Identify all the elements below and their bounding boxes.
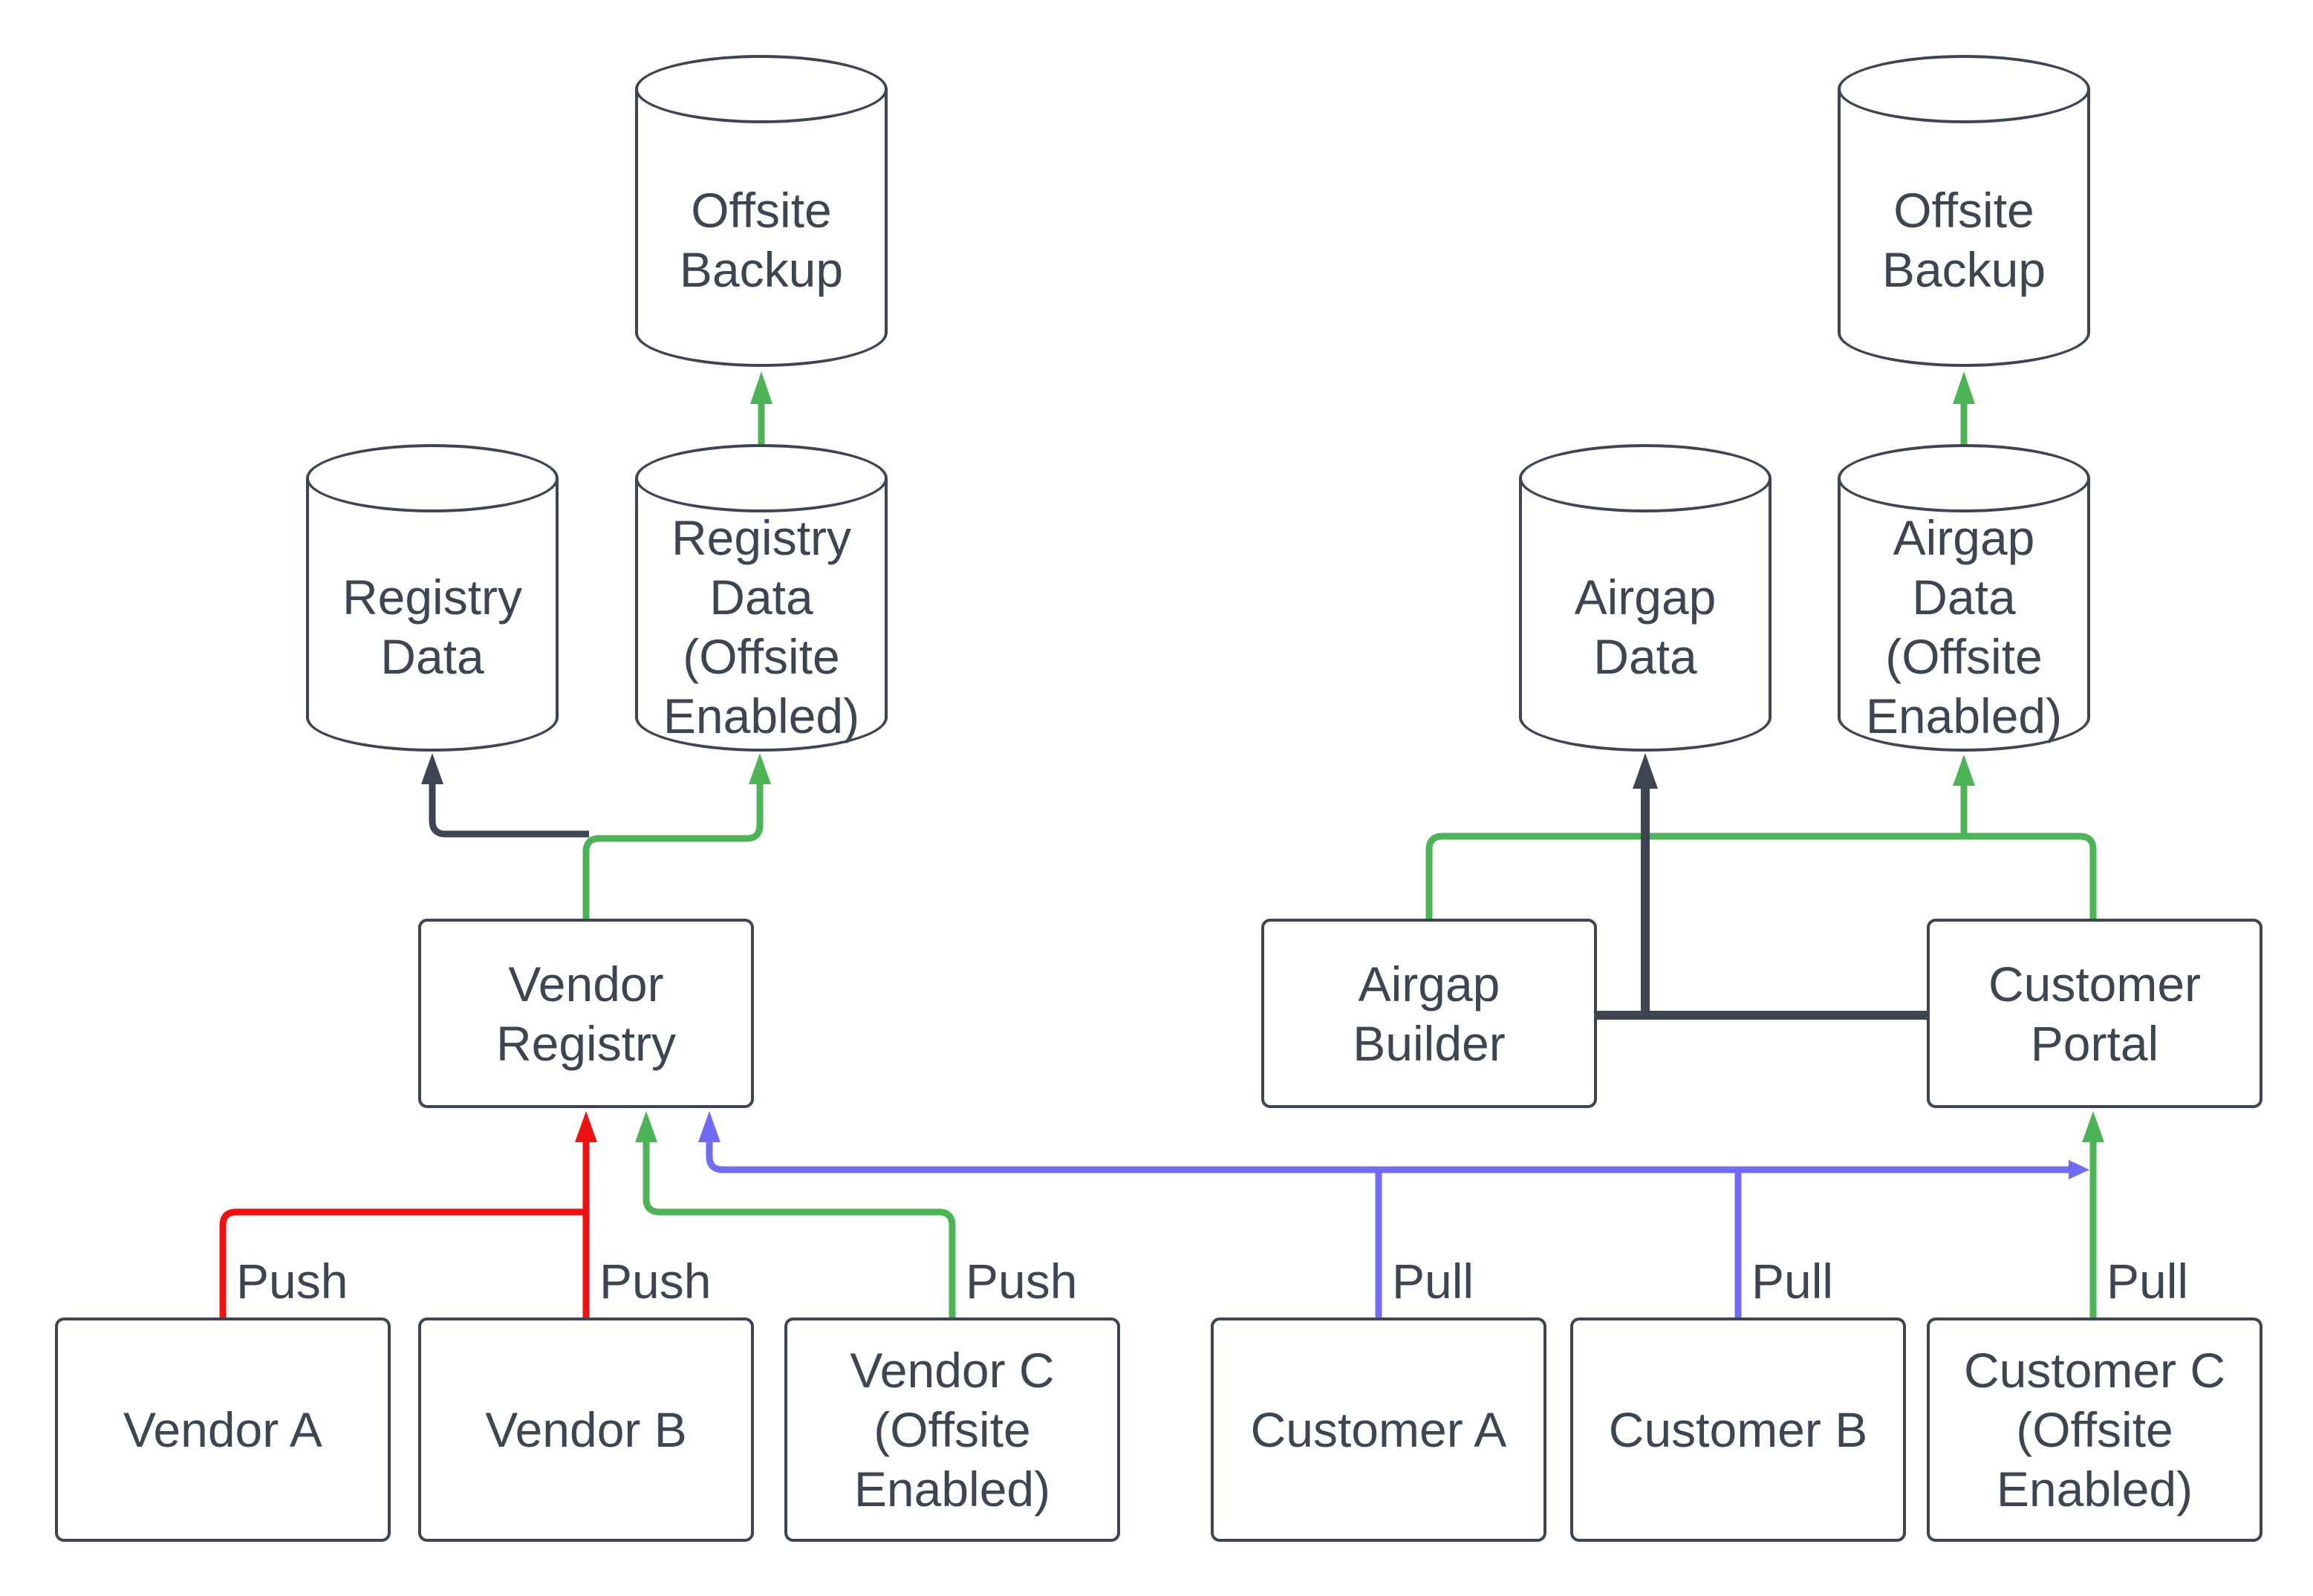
node-vendor-a: Vendor A [55, 1317, 391, 1542]
edge-green-into-registry-offsite [582, 784, 764, 919]
edge-push-vendor-a [219, 1208, 586, 1317]
node-label-registry-data-offsite: Registry Data (Offsite Enabled) [663, 510, 860, 743]
node-label-customer-b: Customer B [1608, 1402, 1868, 1457]
arrowhead-green-into-registry-offsite [749, 753, 771, 784]
cylinder-airgap-data: Airgap Data [1519, 444, 1772, 752]
arrowhead-red-into-vendor-registry [575, 1111, 597, 1142]
edge-label-push-vendor-a: Push [236, 1254, 348, 1309]
cylinder-top-ellipse [306, 444, 559, 512]
arrowhead-green-into-customer-portal [2082, 1111, 2104, 1142]
node-customer-c: Customer C (Offsite Enabled) [1927, 1317, 2262, 1542]
edge-dark-into-registry-data [429, 784, 589, 838]
arrowhead-blue-into-vendor-registry [698, 1111, 720, 1142]
edge-label-push-vendor-b: Push [599, 1254, 712, 1309]
arrowhead-dark-into-registry-data [421, 753, 443, 784]
edge-green-builder-portal [1425, 833, 2097, 919]
node-customer-b: Customer B [1570, 1317, 1906, 1542]
node-label-registry-data: Registry Data [342, 570, 523, 684]
edge-label-push-vendor-c: Push [966, 1254, 1078, 1309]
arrowhead-blue-right-end [2069, 1160, 2089, 1179]
arrowhead-green-into-airgap-offsite [1953, 755, 1975, 786]
cylinder-airgap-data-offsite: Airgap Data (Offsite Enabled) [1838, 444, 2090, 752]
cylinder-top-ellipse [1838, 444, 2090, 512]
cylinder-body [306, 478, 559, 752]
node-label-offsite-backup-left: Offsite Backup [679, 183, 844, 297]
node-airgap-builder: Airgap Builder [1261, 919, 1597, 1108]
arrowhead-green-into-vendor-registry [635, 1111, 657, 1142]
node-label-vendor-registry: Vendor Registry [495, 956, 677, 1071]
cylinder-body [1838, 478, 2090, 752]
cylinder-top-ellipse [1838, 55, 2090, 123]
node-label-customer-c: Customer C (Offsite Enabled) [1963, 1343, 2226, 1517]
cylinder-offsite-backup-left: Offsite Backup [635, 55, 888, 367]
arrowhead-dark-into-airgap-data [1633, 753, 1658, 789]
node-label-customer-portal: Customer Portal [1988, 956, 2202, 1071]
node-label-vendor-a: Vendor A [123, 1402, 322, 1457]
arrowhead-green-into-offsite-backup-left [750, 371, 772, 404]
arrowhead-green-into-offsite-backup-right [1953, 371, 1975, 404]
cylinder-top-ellipse [635, 444, 888, 512]
edge-label-pull-customer-b: Pull [1751, 1254, 1834, 1309]
cylinder-body [635, 89, 888, 367]
cylinder-registry-data-offsite: Registry Data (Offsite Enabled) [635, 444, 888, 752]
edge-label-pull-customer-a: Pull [1392, 1254, 1474, 1309]
edge-push-vendor-c [642, 1142, 956, 1317]
node-label-vendor-b: Vendor B [485, 1402, 687, 1457]
cylinder-top-ellipse [635, 55, 888, 123]
cylinder-registry-data: Registry Data [306, 444, 559, 752]
cylinder-top-ellipse [1519, 444, 1772, 512]
cylinder-body [635, 478, 888, 752]
node-label-airgap-builder: Airgap Builder [1353, 956, 1506, 1071]
node-vendor-registry: Vendor Registry [418, 919, 754, 1108]
cylinder-body [1838, 89, 2090, 367]
node-label-offsite-backup-right: Offsite Backup [1881, 183, 2046, 297]
node-label-customer-a: Customer A [1250, 1402, 1507, 1457]
node-vendor-c: Vendor C (Offsite Enabled) [784, 1317, 1120, 1542]
cylinder-body [1519, 478, 1772, 752]
cylinder-offsite-backup-right: Offsite Backup [1838, 55, 2090, 367]
node-label-airgap-data: Airgap Data [1574, 570, 1717, 684]
node-label-airgap-data-offsite: Airgap Data (Offsite Enabled) [1865, 510, 2063, 743]
node-customer-portal: Customer Portal [1927, 919, 2262, 1108]
node-vendor-b: Vendor B [418, 1317, 754, 1542]
node-label-vendor-c: Vendor C (Offsite Enabled) [850, 1343, 1055, 1517]
edge-label-pull-customer-c: Pull [2107, 1254, 2189, 1309]
node-customer-a: Customer A [1211, 1317, 1546, 1542]
edge-pull-customers-main [706, 1142, 2070, 1173]
